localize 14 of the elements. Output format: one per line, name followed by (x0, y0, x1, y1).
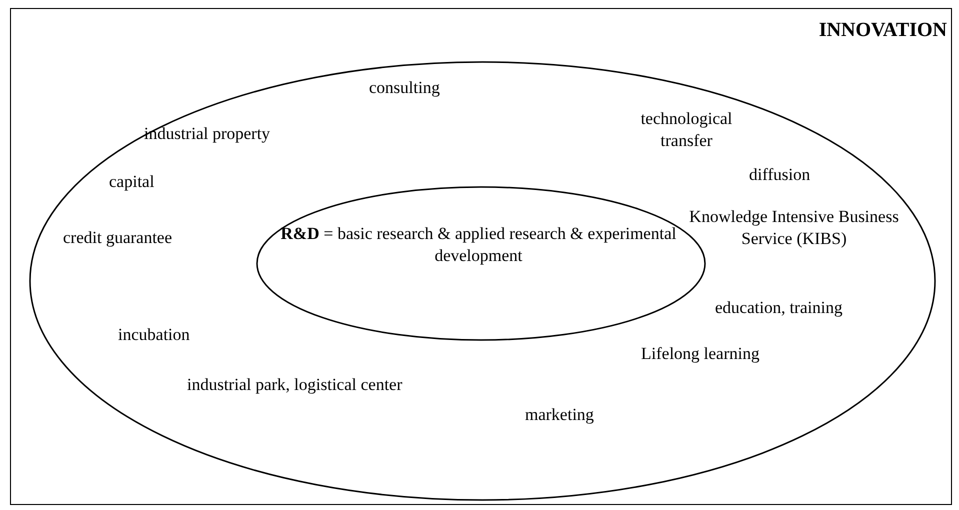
term-label: incubation (118, 324, 190, 346)
term-label: industrial property (144, 123, 270, 145)
term-label: diffusion (749, 164, 810, 186)
term-label: industrial park, logistical center (187, 374, 402, 396)
term-label: Lifelong learning (641, 343, 760, 365)
term-label: capital (109, 171, 154, 193)
heading: INNOVATION (818, 19, 947, 41)
term-label: marketing (525, 404, 594, 426)
term-label: technological transfer (640, 108, 734, 152)
term-label: consulting (369, 77, 440, 99)
term-label: credit guarantee (63, 227, 172, 249)
term-label: Knowledge Intensive Business Service (KIBS) (688, 206, 900, 250)
definition-text: R&D = basic research & applied research & experimental development (280, 223, 678, 267)
term-label: education, training (715, 297, 842, 319)
